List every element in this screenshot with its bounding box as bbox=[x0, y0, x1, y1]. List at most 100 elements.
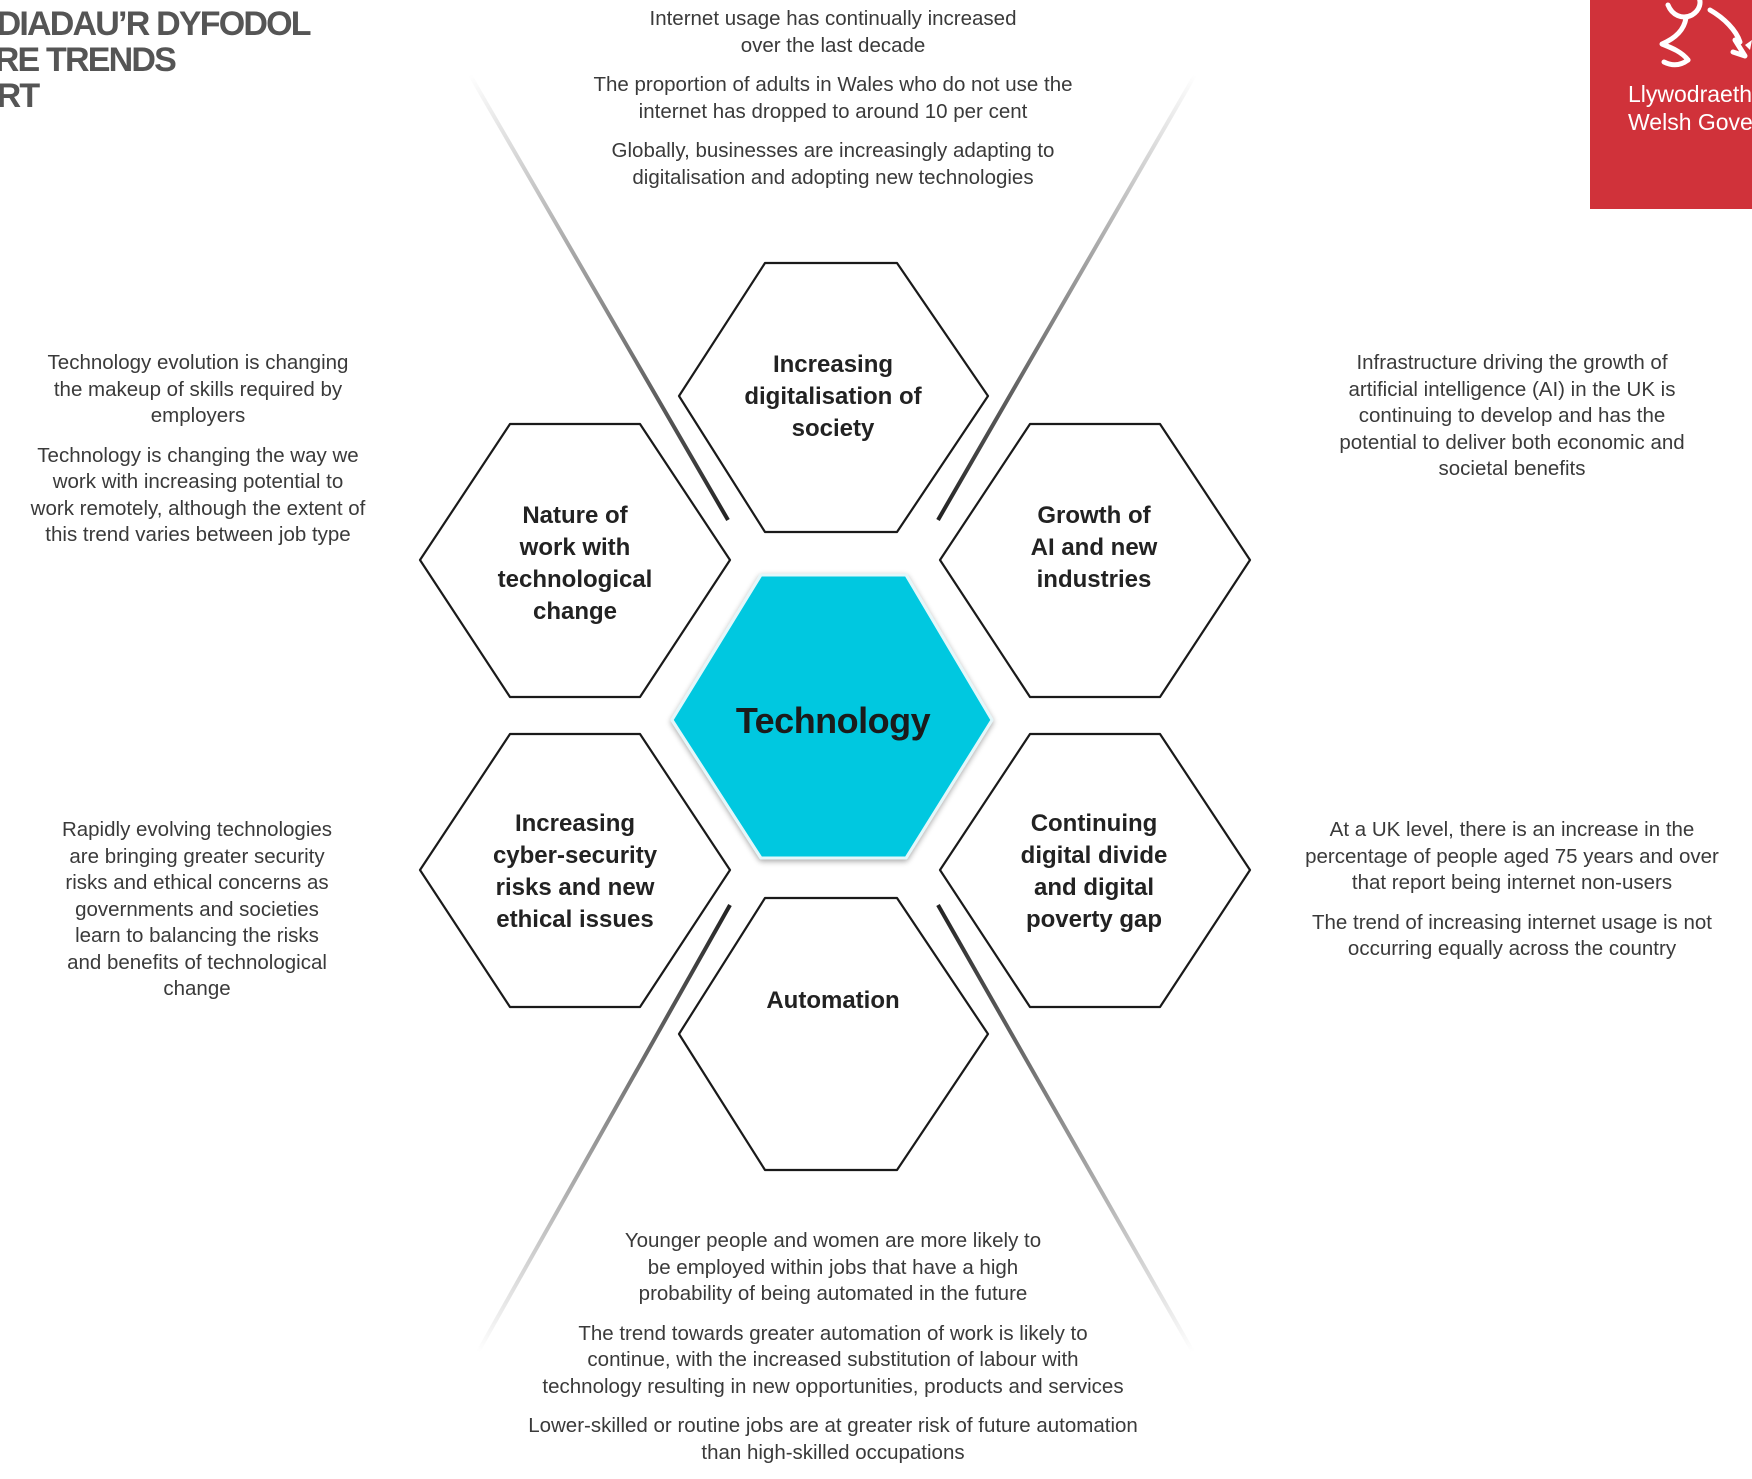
note-paragraph: Lower-skilled or routine jobs are at gre… bbox=[528, 1413, 1138, 1466]
report-title-line: ODIADAU’R DYFODOL bbox=[0, 5, 312, 43]
note-paragraph: Rapidly evolving technologies are bringi… bbox=[62, 817, 332, 1003]
divider-line-lower-right bbox=[936, 904, 1195, 1353]
hex-label-growth-of-ai: Growth of AI and new industries bbox=[1031, 500, 1158, 596]
note-line: artificial intelligence (AI) in the UK i… bbox=[1348, 377, 1676, 401]
hex-label-line: change bbox=[532, 598, 618, 625]
hex-label-line: digitalisation of bbox=[744, 383, 922, 410]
note-line: digitalisation and adopting new technolo… bbox=[632, 165, 1034, 189]
welsh-government-logo: Llywodraeth Welsh Gove bbox=[1590, 0, 1752, 209]
hexagon-lower-right bbox=[938, 732, 1252, 1009]
hex-label-line: Nature of bbox=[522, 502, 628, 529]
hex-label-line: Increasing bbox=[514, 810, 636, 837]
hex-label-line: Increasing bbox=[772, 351, 894, 378]
note-line: governments and societies bbox=[75, 897, 319, 921]
note-line: potential to deliver both economic and bbox=[1339, 430, 1685, 454]
hex-label-line: ethical issues bbox=[496, 906, 654, 933]
note-bottom: Younger people and women are more likely… bbox=[528, 1228, 1138, 1479]
hex-label-nature-of-work: Nature of work with technological change bbox=[498, 500, 653, 628]
note-line: employers bbox=[150, 404, 246, 427]
note-line: this trend varies between job type bbox=[45, 523, 351, 546]
center-label-technology: Technology bbox=[735, 700, 931, 741]
note-line: probability of being automated in the fu… bbox=[638, 1282, 1028, 1305]
note-upper-right: Infrastructure driving the growth of art… bbox=[1339, 350, 1684, 496]
logo-text: Llywodraeth Welsh Gove bbox=[1628, 80, 1752, 136]
hex-label-line: cyber-security bbox=[492, 842, 658, 869]
hex-label-digital-divide: Continuing digital divide and digital po… bbox=[1021, 808, 1168, 936]
hex-label-line: Automation bbox=[766, 987, 900, 1014]
note-line: be employed within jobs that have a high bbox=[647, 1255, 1019, 1279]
hex-label-line: and digital bbox=[1034, 874, 1154, 901]
note-line: Younger people and women are more likely… bbox=[624, 1229, 1042, 1252]
note-line: risks and ethical concerns as bbox=[65, 871, 329, 894]
note-line: and benefits of technological bbox=[67, 950, 327, 974]
note-line: At a UK level, there is an increase in t… bbox=[1329, 818, 1695, 841]
note-line: internet has dropped to around 10 per ce… bbox=[638, 99, 1028, 123]
hex-label-digitalisation: Increasing digitalisation of society bbox=[744, 349, 921, 445]
hex-label-automation: Automation bbox=[766, 985, 899, 1017]
note-line: The proportion of adults in Wales who do… bbox=[593, 73, 1073, 96]
note-lower-right: At a UK level, there is an increase in t… bbox=[1305, 817, 1719, 976]
note-line: the makeup of skills required by bbox=[53, 377, 343, 401]
divider-line-upper-right bbox=[936, 73, 1197, 522]
note-line: than high-skilled occupations bbox=[701, 1440, 965, 1464]
note-line: Technology is changing the way we bbox=[37, 443, 359, 467]
hexagon-bottom bbox=[677, 896, 990, 1172]
note-line: Infrastructure driving the growth of bbox=[1356, 351, 1668, 374]
hexagon-top bbox=[677, 261, 990, 534]
hexagon-upper-right bbox=[938, 422, 1252, 699]
divider-line-lower-left bbox=[476, 904, 732, 1353]
note-paragraph: The trend towards greater automation of … bbox=[528, 1321, 1138, 1401]
note-line: change bbox=[163, 977, 231, 1000]
note-line: The trend towards greater automation of … bbox=[578, 1321, 1088, 1345]
note-top: Internet usage has continually increased… bbox=[594, 6, 1073, 204]
hex-label-line: industries bbox=[1036, 566, 1152, 593]
note-line: societal benefits bbox=[1438, 457, 1586, 480]
hex-label-line: poverty gap bbox=[1025, 906, 1163, 933]
hex-label-line: technological bbox=[497, 566, 653, 593]
logo-line-english: Welsh Gove bbox=[1628, 109, 1752, 135]
hexagon-upper-left bbox=[418, 422, 732, 699]
note-paragraph: Younger people and women are more likely… bbox=[528, 1228, 1138, 1308]
dragon-icon bbox=[1659, 0, 1752, 68]
logo-line-welsh: Llywodraeth bbox=[1628, 81, 1752, 107]
hex-label-line: Growth of bbox=[1037, 502, 1151, 529]
note-paragraph: Globally, businesses are increasingly ad… bbox=[594, 138, 1073, 191]
note-line: work with increasing potential to bbox=[52, 470, 344, 493]
note-paragraph: Technology evolution is changing the mak… bbox=[31, 350, 366, 430]
report-title-line: ORT bbox=[0, 77, 40, 115]
note-line: Rapidly evolving technologies bbox=[61, 818, 333, 841]
divider-line-upper-left bbox=[468, 73, 730, 522]
note-paragraph: The trend of increasing internet usage i… bbox=[1305, 910, 1719, 963]
hex-label-line: society bbox=[791, 415, 875, 442]
note-line: continue, with the increased substitutio… bbox=[587, 1348, 1079, 1371]
note-line: continuing to develop and has the bbox=[1358, 404, 1666, 427]
note-line: Globally, businesses are increasingly ad… bbox=[611, 139, 1055, 162]
report-title-line: URE TRENDS bbox=[0, 41, 177, 79]
report-title: ODIADAU’R DYFODOL URE TRENDS ORT bbox=[0, 5, 312, 115]
note-paragraph: Technology is changing the way we work w… bbox=[31, 443, 366, 549]
hexagon-center bbox=[670, 573, 994, 860]
note-line: technology resulting in new opportunitie… bbox=[542, 1374, 1124, 1398]
note-line: The trend of increasing internet usage i… bbox=[1311, 910, 1712, 934]
note-paragraph: Infrastructure driving the growth of art… bbox=[1339, 350, 1684, 483]
note-lower-left: Rapidly evolving technologies are bringi… bbox=[62, 817, 332, 1016]
note-upper-left: Technology evolution is changing the mak… bbox=[31, 350, 366, 562]
hex-label-line: AI and new bbox=[1030, 534, 1158, 561]
note-line: over the last decade bbox=[740, 33, 926, 57]
note-paragraph: The proportion of adults in Wales who do… bbox=[594, 72, 1073, 125]
hexagon-lower-left bbox=[418, 732, 732, 1009]
hex-label-line: digital divide bbox=[1020, 842, 1168, 869]
note-line: are bringing greater security bbox=[69, 844, 325, 868]
note-line: Technology evolution is changing bbox=[47, 351, 349, 374]
note-line: that report being internet non-users bbox=[1351, 871, 1673, 894]
hex-label-line: work with bbox=[519, 534, 631, 561]
note-line: Lower-skilled or routine jobs are at gre… bbox=[528, 1414, 1138, 1437]
hex-label-line: risks and new bbox=[495, 874, 655, 901]
note-line: work remotely, although the extent of bbox=[30, 496, 366, 520]
hex-label-cyber-security: Increasing cyber-security risks and new … bbox=[493, 808, 657, 936]
note-paragraph: Internet usage has continually increased… bbox=[594, 6, 1073, 59]
note-line: Internet usage has continually increased bbox=[649, 7, 1017, 30]
note-paragraph: At a UK level, there is an increase in t… bbox=[1305, 817, 1719, 897]
note-line: percentage of people aged 75 years and o… bbox=[1305, 844, 1719, 868]
